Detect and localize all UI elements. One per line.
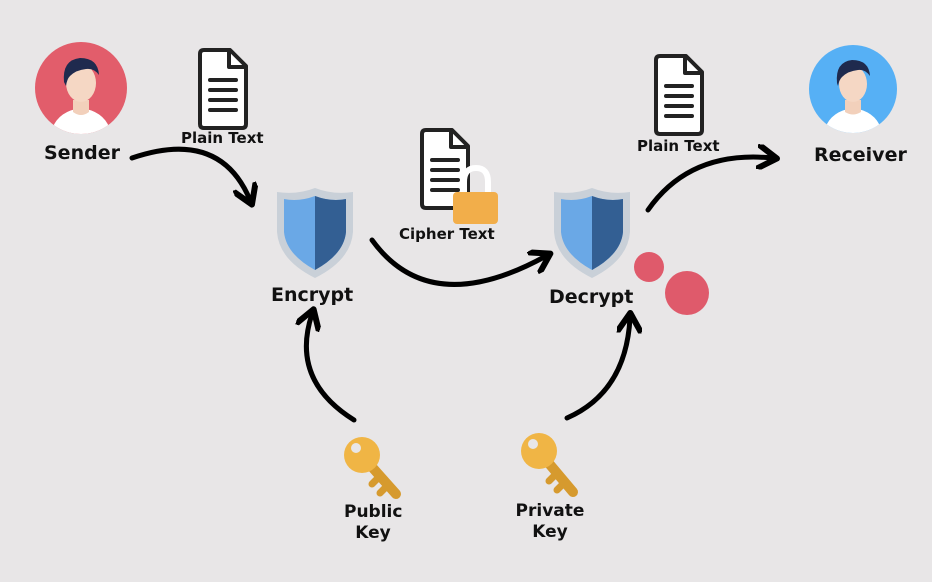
- public-key-label-line2: Key: [355, 523, 391, 544]
- cipher-text-label: Cipher Text: [399, 225, 495, 243]
- arrow-private-key-to-decrypt: [564, 318, 630, 421]
- plain-text-label-right: Plain Text: [637, 137, 720, 155]
- public-key-label-line1: Public: [344, 502, 403, 522]
- receiver-label: Receiver: [814, 144, 907, 166]
- receiver-avatar-icon: [809, 45, 897, 133]
- padlock-icon: [453, 164, 498, 224]
- public-key-label: Public Key: [344, 502, 402, 545]
- decorative-dot: [634, 252, 664, 282]
- decrypt-label: Decrypt: [549, 286, 634, 308]
- public-key-icon: [344, 437, 401, 499]
- document-icon: [198, 48, 248, 130]
- private-key-label-line1: Private: [515, 501, 585, 521]
- arrow-sender-to-encrypt: [129, 146, 250, 200]
- encrypt-label: Encrypt: [271, 284, 354, 306]
- arrow-public-key-to-encrypt: [306, 314, 357, 423]
- private-key-label: Private Key: [512, 501, 588, 544]
- private-key-label-line2: Key: [532, 522, 568, 543]
- document-icon: [654, 54, 704, 136]
- arrow-decrypt-to-receiver: [645, 157, 772, 213]
- sender-avatar-icon: [35, 42, 127, 134]
- encrypt-shield-icon: [277, 188, 353, 278]
- private-key-icon: [521, 433, 578, 497]
- sender-label: Sender: [44, 142, 120, 164]
- decrypt-shield-icon: [554, 188, 630, 278]
- arrow-encrypt-to-decrypt: [369, 237, 546, 287]
- decorative-dot: [665, 271, 709, 315]
- plain-text-label-left: Plain Text: [181, 129, 264, 147]
